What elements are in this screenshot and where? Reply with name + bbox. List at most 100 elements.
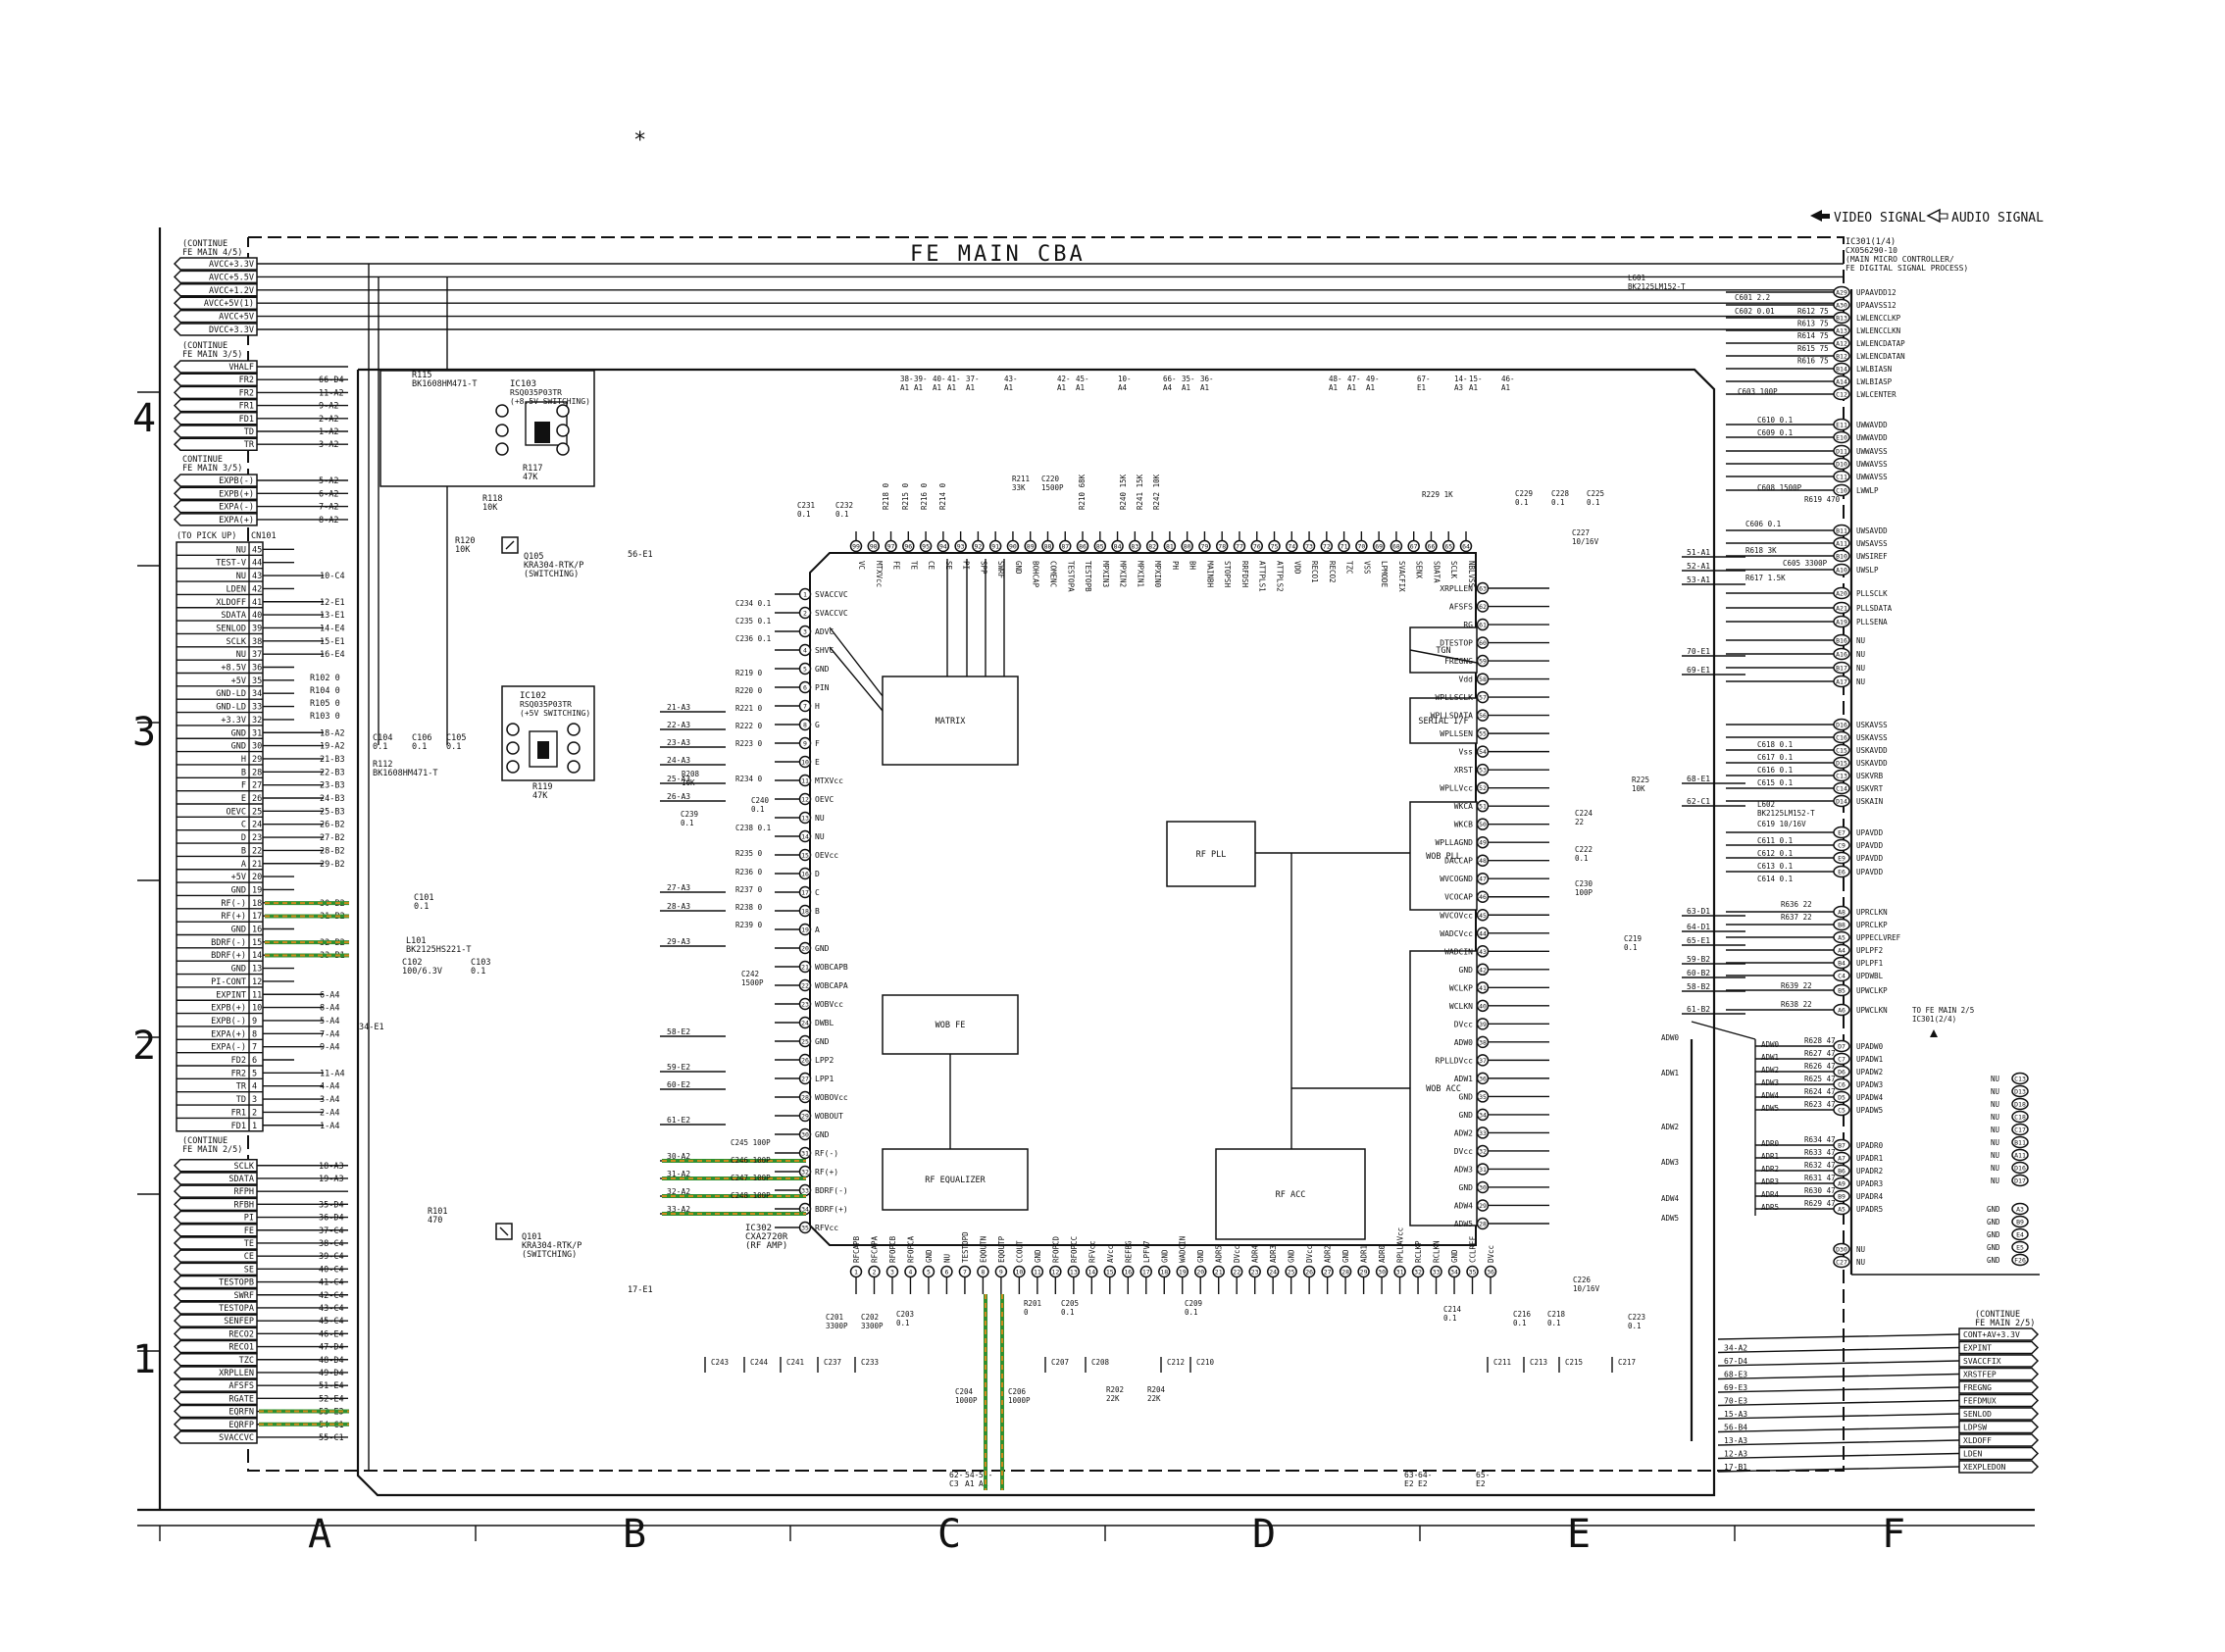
ic301-pin-number: C7 [1838, 1056, 1846, 1064]
ic302-pin-number: 28 [1341, 1269, 1349, 1277]
pin-signal-label: GND [231, 742, 246, 752]
ic302-pin-signal: ADW0 [1454, 1038, 1473, 1047]
ic302-pin [1476, 945, 1490, 958]
q105-transistor [501, 536, 519, 554]
pin-signal-label: B [241, 846, 246, 856]
r201-label: R201 [1024, 1299, 1041, 1308]
adr-net-label: ADR4 [1761, 1190, 1780, 1199]
ic302-pin [1375, 1265, 1389, 1278]
r102-label: R102 0 [310, 674, 340, 683]
ic301-pin-signal: USKAVSS [1856, 733, 1888, 742]
bottom-cap-label: C210 [1196, 1358, 1215, 1367]
pin-number: 39 [252, 624, 262, 633]
continue-label: FE MAIN 4/5) [182, 248, 242, 258]
ic301-pin-number: C6 [1838, 1081, 1846, 1089]
ic302-pin [849, 1265, 863, 1278]
power-net-label: AVCC+1.2V [209, 286, 254, 296]
left-components: IC103 RSQ035P03TR (+8.5V SWITCHING) R115… [310, 370, 653, 1295]
ic302-pin [1476, 963, 1490, 976]
r236-label: R236 0 [735, 868, 763, 876]
top-cross-ref: 14- [1454, 375, 1468, 383]
ic302-pin [1476, 690, 1490, 704]
r225-label: R225 [1632, 776, 1649, 784]
c240-value: 0.1 [751, 805, 765, 814]
ic302-pin-number: 28 [801, 1094, 809, 1102]
cross-ref-label: 23-B3 [320, 781, 345, 791]
ic302-pin [1476, 926, 1490, 940]
signal-net-label: AFSFS [228, 1381, 254, 1391]
adw-net-label: ADW1 [1761, 1053, 1779, 1062]
ic302-pin [1441, 539, 1455, 553]
pin-number: 16 [252, 926, 262, 935]
ic302-pin [798, 1146, 812, 1160]
ic301-pin-number: B6 [1838, 1168, 1846, 1176]
c602-label: C602 0.01 [1735, 307, 1775, 316]
ic302-pin-signal: ADW5 [1454, 1220, 1473, 1228]
ic301-pin-number: A8 [1838, 909, 1846, 917]
pin-number: 24 [252, 821, 262, 830]
bottom-cross-ref: 62- [949, 1471, 963, 1479]
ic302-pin-signal: DVcc [1454, 1147, 1473, 1156]
ic302-pin-number: 11 [801, 777, 809, 785]
signal-net-label: VHALF [228, 363, 254, 373]
ic301-pin-number: C5 [1838, 1107, 1846, 1115]
ic301-pin [1833, 1255, 1850, 1269]
ic302-pin-number: 45 [1479, 912, 1487, 920]
ic301-pin [2011, 1227, 2029, 1241]
ic302-pin [1476, 835, 1490, 849]
ic302-functional-block [1409, 950, 1478, 1226]
pin-signal-label: NU [236, 650, 246, 660]
ic302-pin [798, 867, 812, 880]
cross-ref-label: 27-B2 [320, 833, 345, 843]
grid-col-b: B [623, 1512, 646, 1557]
ic301-pin-signal: PLLSDATA [1856, 604, 1893, 613]
cross-ref-label: 1-A2 [319, 427, 338, 437]
cross-ref-label: 5-A2 [319, 476, 338, 486]
ic301-pin-number: E10 [1836, 434, 1847, 442]
c205-value: 0.1 [1061, 1308, 1075, 1317]
to-fe-main-label: IC301(2/4) [1912, 1015, 1956, 1024]
continue-label: FE MAIN 3/5) [182, 350, 242, 360]
resistor-adr-label: R631 47 [1804, 1174, 1836, 1182]
cross-ref-label: 9-A2 [319, 402, 338, 412]
sheet-frame [137, 227, 2035, 1541]
ic302-pin-number: 46 [1479, 893, 1487, 901]
nu-label: NU [1991, 1138, 1999, 1147]
ic302-pin [1476, 909, 1490, 922]
bottom-cross-ref: 54- [965, 1471, 979, 1479]
ic302-pin-number: 23 [1251, 1269, 1259, 1277]
ic301-pin-signal: UPRCLKP [1856, 921, 1888, 929]
ic302-pin [1466, 1265, 1479, 1278]
ic302-pin-signal: PH [1171, 561, 1180, 571]
ic301-pin-number: B12 [1836, 353, 1847, 361]
ic302-pin [798, 997, 812, 1011]
ic301-pin-signal: UPADW1 [1856, 1055, 1883, 1064]
ic302-block-label: RF ACC [1276, 1190, 1306, 1200]
top-cross-ref: A1 [1200, 383, 1209, 392]
r105-label: R105 0 [310, 699, 340, 709]
ic302-pin-number: 15 [1106, 1269, 1114, 1277]
signal-net-label: EXPA(+) [219, 516, 254, 526]
ic302-pin-number: 26 [1305, 1269, 1313, 1277]
ic301-pin [2011, 1240, 2029, 1254]
ic301-pin-signal: USKVRB [1856, 772, 1884, 780]
ic302-functional-block [882, 676, 1019, 766]
ic302-pin-signal: H [815, 702, 820, 711]
ic302-pin-number: 74 [1288, 543, 1295, 551]
ic302-pin [798, 904, 812, 918]
ic302-pin-signal: WOBCAPB [815, 963, 848, 972]
ic302-pin-signal: WCLKP [1449, 983, 1473, 992]
ic301-pin-number: C27 [1836, 1259, 1847, 1267]
ic301-pin-signal: LWLENCCLKN [1856, 326, 1900, 335]
ic302-pin [798, 885, 812, 899]
ic302-pin-number: 36 [1487, 1269, 1494, 1277]
top-cross-ref: 37- [966, 375, 980, 383]
grid-row-3: 3 [132, 710, 156, 755]
ic102-transistor [506, 723, 581, 774]
ic302-pin-signal: GND [925, 1249, 934, 1263]
nu-label: NU [1991, 1151, 1999, 1160]
output-net-label: XLDOFF [1963, 1436, 1992, 1445]
ic301-pin-number: A21 [1836, 605, 1847, 613]
ic302-pin-number: 91 [991, 543, 999, 551]
ic302-pin-signal: TZC [1345, 561, 1354, 575]
